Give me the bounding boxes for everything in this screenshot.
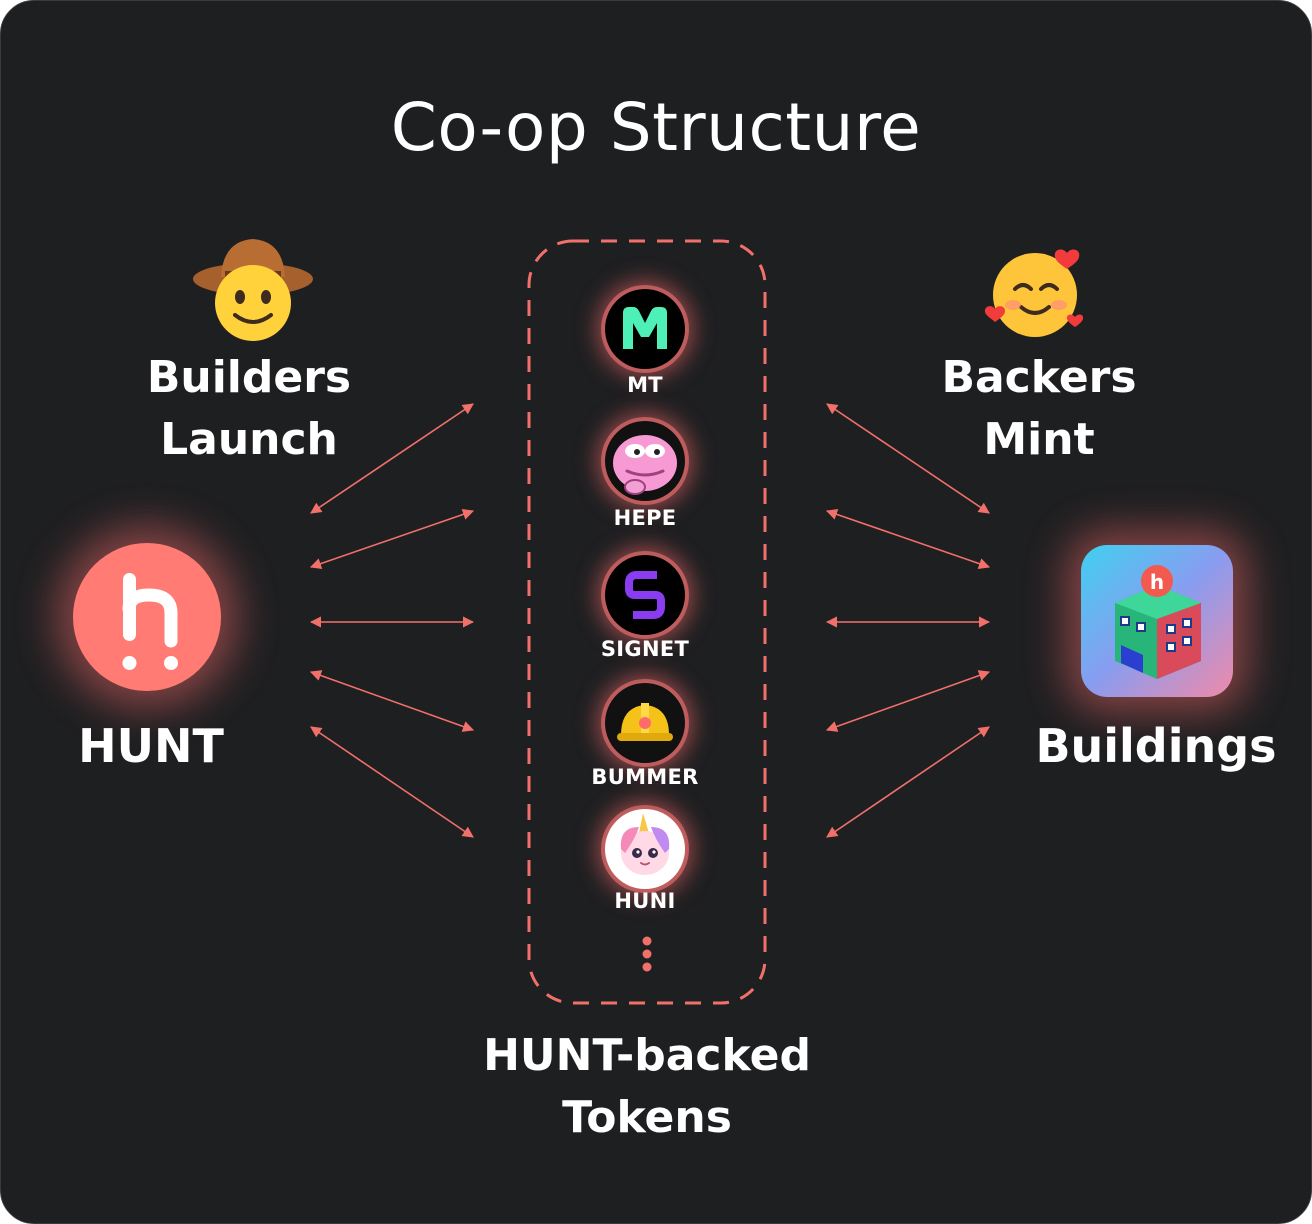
buildings-app-icon: h [1081, 545, 1233, 697]
backers-line2: Mint [983, 414, 1095, 465]
builders-line1: Builders [146, 352, 352, 403]
tokens-group-label: HUNT-backed Tokens [447, 1025, 847, 1149]
token-label-bummer: BUMMER [591, 765, 699, 789]
cowboy-emoji-icon [191, 233, 317, 343]
arrow-right-4 [825, 670, 991, 732]
more-dot-1 [642, 936, 652, 946]
arrow-left-4 [309, 670, 475, 732]
hunt-logo-icon [73, 543, 221, 691]
builders-line2: Launch [160, 414, 338, 465]
arrow-left-5 [310, 726, 474, 838]
svg-text:h: h [1150, 570, 1164, 594]
bummer-helmet-icon [605, 683, 685, 763]
backers-line1: Backers [941, 352, 1137, 403]
backers-label: Backers Mint [889, 347, 1189, 471]
tokens-group-line2: Tokens [562, 1092, 732, 1143]
token-label-hepe: HEPE [613, 506, 677, 530]
arrow-right-1 [826, 403, 990, 514]
tokens-group-box [527, 239, 767, 1005]
huni-unicorn-icon [605, 809, 685, 889]
buildings-label: Buildings [1035, 719, 1277, 773]
smiling-hearts-emoji-icon [981, 245, 1089, 341]
arrow-right-5 [826, 726, 990, 838]
arrow-right-2 [825, 509, 991, 569]
token-label-signet: SIGNET [600, 637, 690, 661]
arrow-left-1 [310, 403, 474, 514]
more-dot-2 [642, 949, 652, 959]
more-dot-3 [642, 962, 652, 972]
token-label-mt: MT [627, 373, 663, 397]
diagram-title: Co-op Structure [390, 89, 922, 166]
tokens-group-line1: HUNT-backed [483, 1030, 811, 1081]
signet-logo-icon [605, 555, 685, 635]
hepe-frog-icon [605, 421, 685, 501]
builders-label: Builders Launch [99, 347, 399, 471]
hunt-label: HUNT [78, 719, 224, 773]
mt-logo-icon [605, 289, 685, 369]
token-label-huni: HUNI [614, 889, 676, 913]
arrow-left-2 [309, 509, 475, 569]
